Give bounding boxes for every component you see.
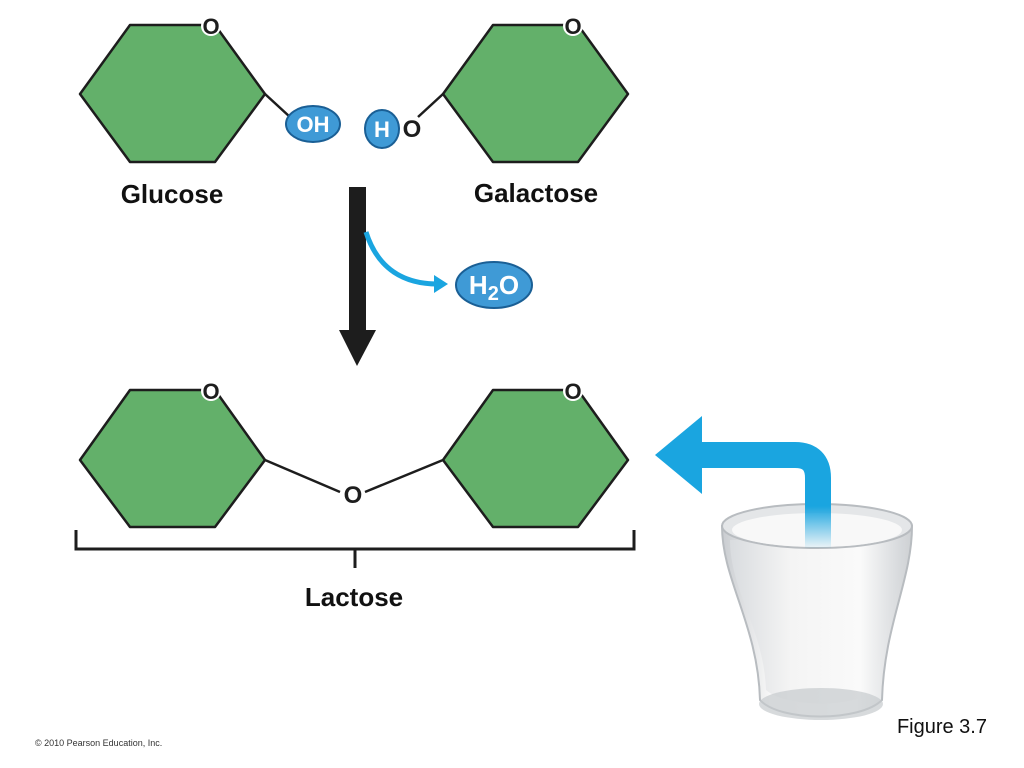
galactose-ring-oxygen: O: [564, 14, 581, 39]
glucose-molecule: O OH Glucose: [78, 14, 341, 209]
glass-base: [759, 688, 883, 720]
galactose-ring-oxygen-bg: [563, 16, 583, 36]
lactose-left-oxygen-bg: [201, 381, 221, 401]
water-release-arrow: [363, 231, 439, 287]
hydroxyl-bubble: [285, 105, 341, 143]
hydrogen-label: H: [374, 117, 390, 142]
glucose-ring-oxygen-bg: [201, 16, 221, 36]
reaction-arrow: [339, 187, 376, 366]
reaction-arrow-head: [339, 330, 376, 366]
galactose-ring: [441, 23, 630, 164]
lactose-right-ring-oxygen: O: [564, 379, 581, 404]
lactose-molecule: O O O Lactose: [74, 379, 636, 612]
figure-label: Figure 3.7: [897, 716, 987, 738]
water-release-arrowhead: [434, 275, 448, 293]
lactose-left-ring: [78, 388, 267, 529]
glycosidic-oxygen: O: [344, 482, 363, 509]
hydrogen-bubble: [364, 109, 400, 149]
lactose-right-oxygen-bg: [563, 381, 583, 401]
glycosidic-bond-right: [364, 458, 444, 494]
lactose-label: Lactose: [305, 582, 403, 612]
galactose-molecule: O H O Galactose: [364, 14, 630, 208]
milk-glass-illustration: [655, 416, 914, 720]
glucose-oh-bond: [264, 93, 291, 118]
glucose-label: Glucose: [121, 179, 224, 209]
hydroxyl-label: OH: [297, 112, 330, 137]
water-release: H2O: [363, 231, 533, 309]
lactose-bracket: [74, 530, 636, 551]
glucose-ring: [78, 23, 267, 164]
copyright-notice: © 2010 Pearson Education, Inc.: [35, 738, 162, 748]
lactose-left-ring-oxygen: O: [202, 379, 219, 404]
galactose-label: Galactose: [474, 178, 598, 208]
galactose-oh-bond: [417, 93, 444, 118]
lactose-right-ring: [441, 388, 630, 529]
galactose-hydroxyl-oxygen: O: [403, 116, 422, 143]
reaction-arrow-shaft: [349, 187, 366, 335]
glucose-ring-oxygen: O: [202, 14, 219, 39]
water-bubble: [455, 261, 533, 309]
milk: [730, 540, 904, 704]
milk-source-arrow-stream: [700, 442, 831, 548]
milk-source-arrow-head: [655, 416, 702, 494]
water-formula: H2O: [469, 270, 519, 305]
glycosidic-bond-left: [264, 458, 341, 494]
